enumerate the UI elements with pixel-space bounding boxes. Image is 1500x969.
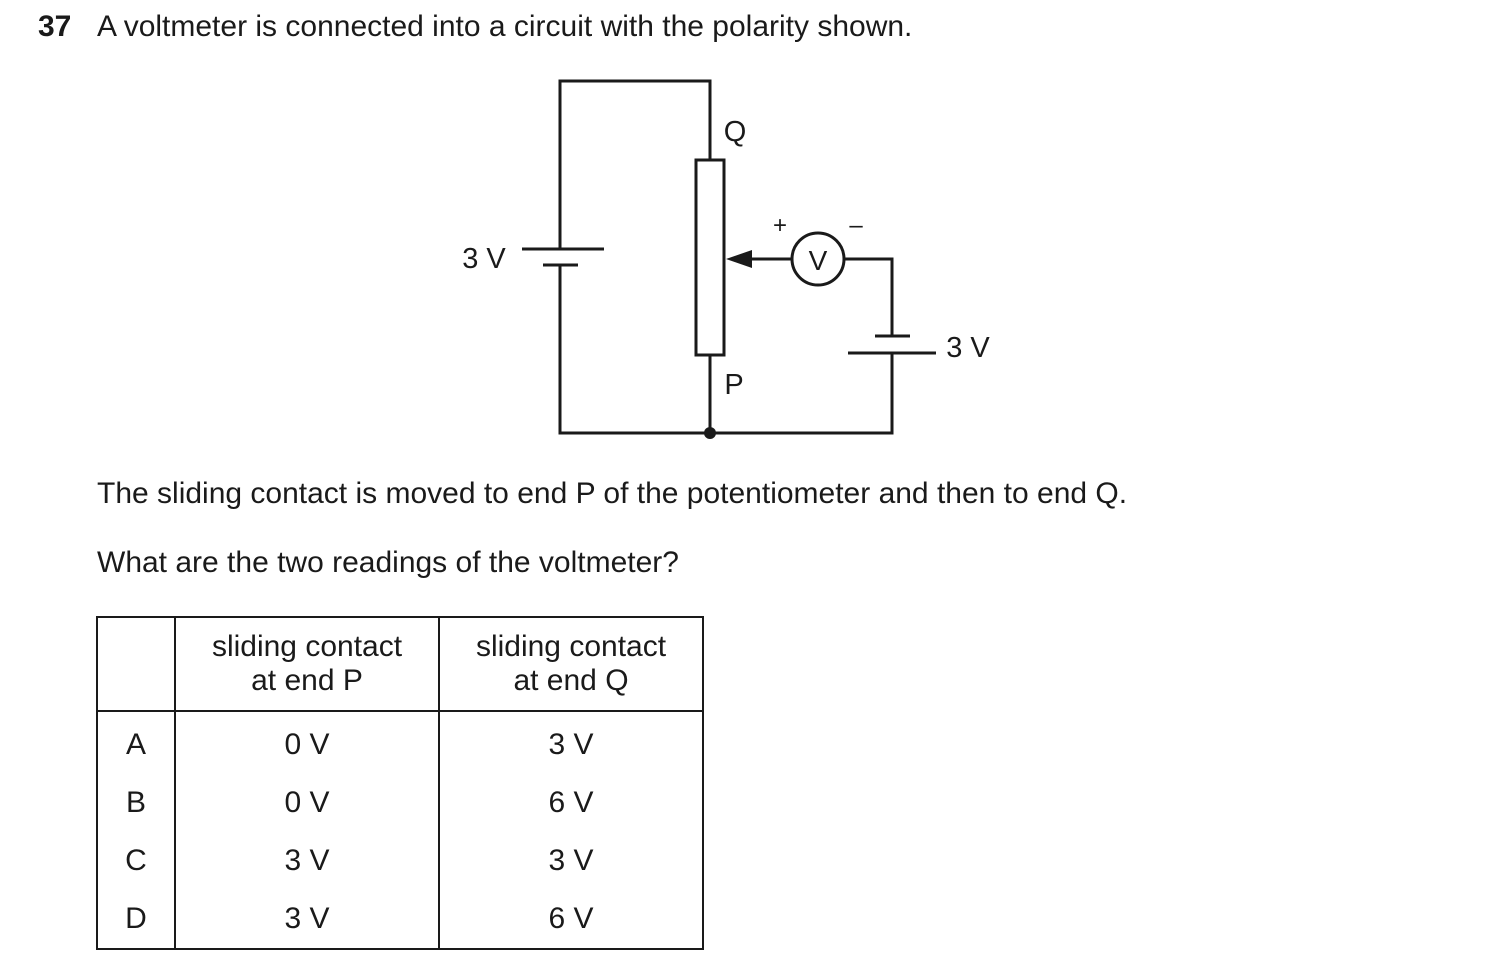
slider-arrow-head (726, 250, 752, 268)
reading-at-q: 6 V (438, 890, 704, 950)
wire-main-bottom-left (558, 265, 710, 435)
right-cell-label: 3 V (946, 332, 990, 364)
reading-at-p: 0 V (174, 711, 440, 774)
option-letter: A (96, 711, 176, 774)
reading-at-p: 0 V (174, 774, 440, 832)
reading-at-q: 3 V (438, 711, 704, 774)
potentiometer (694, 158, 726, 357)
voltmeter-plus-sign: + (773, 212, 787, 239)
reading-at-q: 3 V (438, 832, 704, 890)
label-Q: Q (724, 116, 747, 148)
table-row[interactable]: D 3 V 6 V (96, 890, 704, 950)
option-letter: B (96, 774, 176, 832)
reading-at-p: 3 V (174, 832, 440, 890)
table-row[interactable]: C 3 V 3 V (96, 832, 704, 890)
table-row[interactable]: B 0 V 6 V (96, 774, 704, 832)
header-end-p-line1: sliding contact (211, 630, 403, 663)
junction-dot (704, 427, 716, 439)
label-P: P (724, 369, 743, 401)
header-blank-cell (96, 616, 176, 712)
wire-main-left (558, 79, 712, 249)
option-letter: C (96, 832, 176, 890)
voltmeter-symbol: V (809, 245, 828, 276)
question-stem: A voltmeter is connected into a circuit … (97, 10, 913, 43)
left-cell-label: 3 V (462, 243, 506, 275)
question-number: 37 (38, 10, 72, 43)
instruction-paragraph: The sliding contact is moved to end P of… (97, 477, 1128, 510)
table-row[interactable]: A 0 V 3 V (96, 711, 704, 774)
header-end-p-line2: at end P (251, 664, 363, 697)
table-header-row: sliding contact at end P sliding contact… (96, 616, 704, 712)
header-end-q-line2: at end Q (513, 664, 629, 697)
header-end-p: sliding contact at end P (174, 616, 440, 712)
header-end-q: sliding contact at end Q (438, 616, 704, 712)
wire-right-bottom (710, 353, 894, 435)
answer-table: sliding contact at end P sliding contact… (96, 616, 704, 950)
reading-at-p: 3 V (174, 890, 440, 950)
voltmeter-minus-sign: – (849, 212, 863, 239)
question-prompt: What are the two readings of the voltmet… (97, 546, 679, 579)
header-end-q-line1: sliding contact (475, 630, 667, 663)
option-letter: D (96, 890, 176, 950)
wire-right-branch (844, 257, 894, 336)
reading-at-q: 6 V (438, 774, 704, 832)
